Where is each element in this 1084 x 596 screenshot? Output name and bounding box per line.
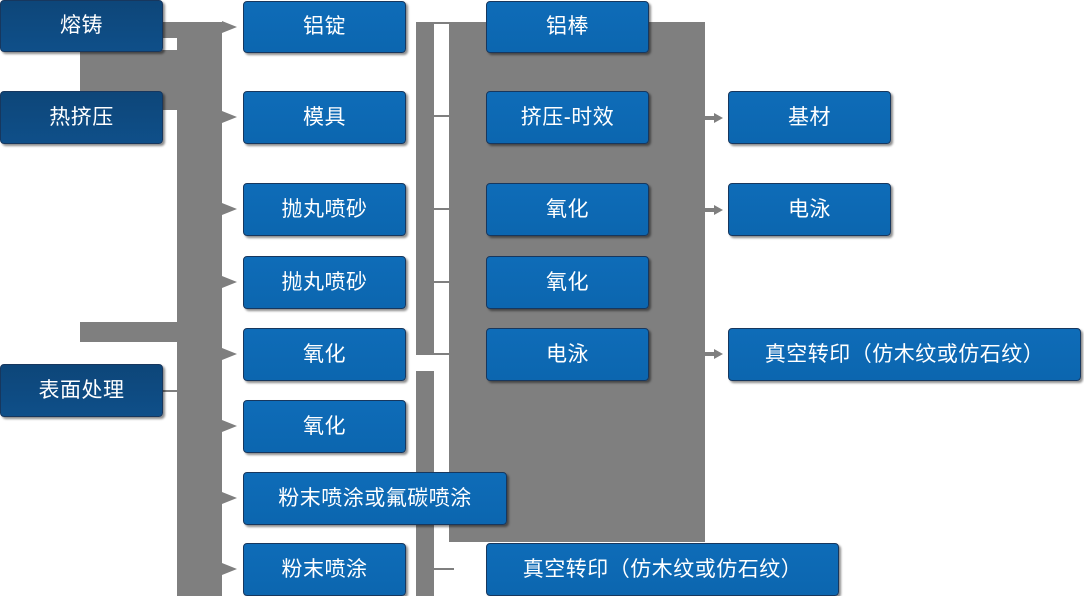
stage-box-melting[interactable]: 熔铸 (0, 0, 163, 52)
product-box-extrusion-aging[interactable]: 挤压-时效 (486, 91, 649, 144)
operation-box-mold[interactable]: 模具 (243, 91, 406, 144)
connector-stage3-branch (80, 322, 190, 342)
arrow-tip-op-1 (222, 21, 237, 33)
stage-box-label: 热挤压 (49, 105, 114, 129)
arrow-tip-out-3 (714, 349, 723, 359)
operation-box-oxidation-2[interactable]: 氧化 (243, 400, 406, 453)
rail-tick-6 (430, 568, 454, 570)
rail-tick-4 (430, 281, 454, 283)
operation-box-label: 抛丸喷砂 (281, 197, 368, 221)
arrow-stem-out-2 (705, 208, 716, 212)
operation-box-oxidation-1[interactable]: 氧化 (243, 328, 406, 381)
arrow-stem-out-3 (705, 352, 716, 356)
output-box-base-material[interactable]: 基材 (728, 91, 891, 144)
product-box-label: 挤压-时效 (520, 105, 615, 129)
output-box-label: 基材 (788, 105, 831, 129)
stage3-stub-line (163, 390, 185, 392)
operation-box-shot-blasting-1[interactable]: 抛丸喷砂 (243, 183, 406, 236)
product-box-oxidation-2[interactable]: 氧化 (486, 256, 649, 309)
product-box-oxidation-1[interactable]: 氧化 (486, 183, 649, 236)
arrow-tip-op-2 (222, 111, 237, 123)
operation-box-label: 铝锭 (303, 15, 346, 39)
output-box-label: 电泳 (788, 197, 831, 221)
product-box-label: 电泳 (546, 342, 589, 366)
connector-rail-upper (416, 22, 434, 355)
arrow-tip-out-2 (714, 205, 723, 215)
output-box-label: 真空转印（仿木纹或仿石纹） (764, 342, 1045, 366)
arrow-stem-out-1 (705, 116, 716, 120)
stage-box-hot-extrusion[interactable]: 热挤压 (0, 91, 163, 144)
stage-box-surface-treatment[interactable]: 表面处理 (0, 364, 163, 417)
product-box-label: 真空转印（仿木纹或仿石纹） (522, 557, 803, 581)
operation-box-label: 粉末喷涂 (281, 557, 368, 581)
rail-tick-2 (430, 115, 454, 117)
operation-box-powder-or-fluorocarbon-coating[interactable]: 粉末喷涂或氟碳喷涂 (243, 472, 507, 525)
rail-tick-3 (430, 208, 454, 210)
arrow-tip-op-8 (222, 563, 237, 575)
product-box-label: 氧化 (546, 270, 589, 294)
operation-box-aluminum-ingot[interactable]: 铝锭 (243, 1, 406, 53)
operation-box-label: 氧化 (303, 342, 346, 366)
product-box-vacuum-transfer-printing[interactable]: 真空转印（仿木纹或仿石纹） (486, 543, 839, 596)
product-box-label: 铝棒 (546, 15, 589, 39)
arrow-tip-out-1 (714, 113, 723, 123)
output-box-electrophoresis[interactable]: 电泳 (728, 183, 891, 236)
operation-box-label: 模具 (303, 105, 346, 129)
arrow-tip-op-3 (222, 203, 237, 215)
product-box-aluminum-bar[interactable]: 铝棒 (486, 1, 649, 53)
rail-tick-1 (430, 22, 454, 24)
rail-tick-5 (430, 353, 454, 355)
stage-box-label: 表面处理 (38, 378, 125, 402)
output-box-vacuum-transfer-printing[interactable]: 真空转印（仿木纹或仿石纹） (728, 328, 1081, 381)
operation-box-label: 抛丸喷砂 (281, 270, 368, 294)
operation-box-label: 氧化 (303, 414, 346, 438)
connector-stage-to-operations (177, 22, 222, 596)
arrow-tip-op-6 (222, 420, 237, 432)
operation-box-label: 粉末喷涂或氟碳喷涂 (278, 486, 472, 510)
stage-box-label: 熔铸 (60, 14, 103, 38)
product-box-label: 氧化 (546, 197, 589, 221)
arrow-tip-op-7 (222, 492, 237, 504)
operation-box-powder-coating[interactable]: 粉末喷涂 (243, 543, 406, 596)
arrow-tip-op-4 (222, 276, 237, 288)
operation-box-shot-blasting-2[interactable]: 抛丸喷砂 (243, 256, 406, 309)
arrow-tip-op-5 (222, 348, 237, 360)
product-box-electrophoresis[interactable]: 电泳 (486, 328, 649, 381)
